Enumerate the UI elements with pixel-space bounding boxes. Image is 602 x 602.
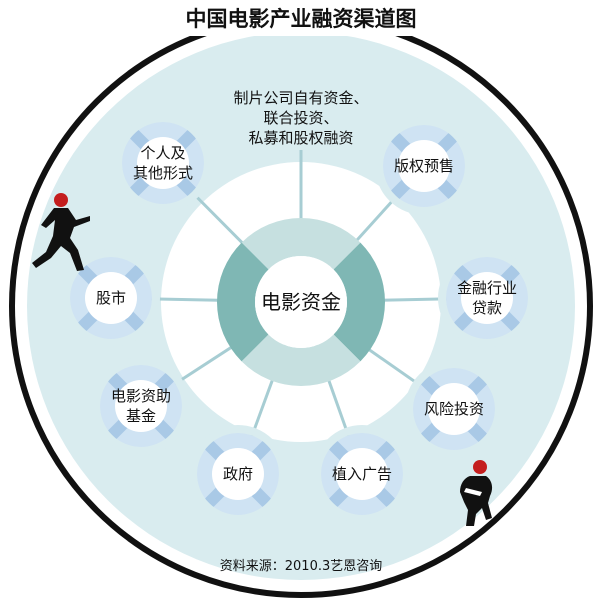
channel-node-government: 政府 [189,425,287,523]
node-label: 制片公司自有资金、 [233,89,368,107]
node-hub [115,380,167,432]
center-segment [333,242,385,362]
node-label: 股市 [96,289,126,307]
node-edge [313,425,411,523]
node-label: 植入广告 [332,465,392,483]
node-label: 私募和股权融资 [248,129,353,147]
source-credit: 资料来源：2010.3艺恩咨询 [220,559,383,574]
channel-node-product-placement: 植入广告 [313,425,411,523]
node-hub [212,448,264,500]
title-tab: 中国电影产业融资渠道图 [178,0,424,36]
node-label: 其他形式 [133,164,193,182]
node-label: 风险投资 [424,400,484,418]
running-man-icon [32,193,90,271]
node-label: 电影资助 [111,387,171,405]
node-edge [375,117,473,215]
crouching-man-icon [460,460,493,526]
node-edge [189,425,287,523]
node-hub [137,137,189,189]
center-label: 电影资金 [261,290,341,314]
center-node: 电影资金 [217,218,385,386]
node-label: 政府 [223,465,253,483]
node-hub [398,140,450,192]
node-label: 联合投资、 [263,109,338,127]
node-label: 金融行业 [457,279,517,297]
node-edge [114,114,212,212]
channel-node-venture-capital: 风险投资 [405,360,503,458]
node-hub [336,448,388,500]
center-segment [241,218,361,270]
channel-node-self-funding: 制片公司自有资金、联合投资、私募和股权融资 [233,89,368,147]
node-label: 基金 [126,407,156,425]
channel-node-copyright-presale: 版权预售 [375,117,473,215]
center-hub [255,256,347,348]
node-label: 版权预售 [394,157,454,175]
node-edge [405,360,503,458]
page-title: 中国电影产业融资渠道图 [186,6,417,31]
node-hub [85,272,137,324]
node-hub [461,272,513,324]
node-edge [438,249,536,347]
node-hub [428,383,480,435]
channel-node-stock-market: 股市 [62,249,160,347]
node-label: 贷款 [472,299,502,317]
node-label: 个人及 [140,144,185,162]
center-segment [241,334,361,386]
node-edge [92,357,190,455]
node-edge [62,249,160,347]
center-segment [217,242,269,362]
